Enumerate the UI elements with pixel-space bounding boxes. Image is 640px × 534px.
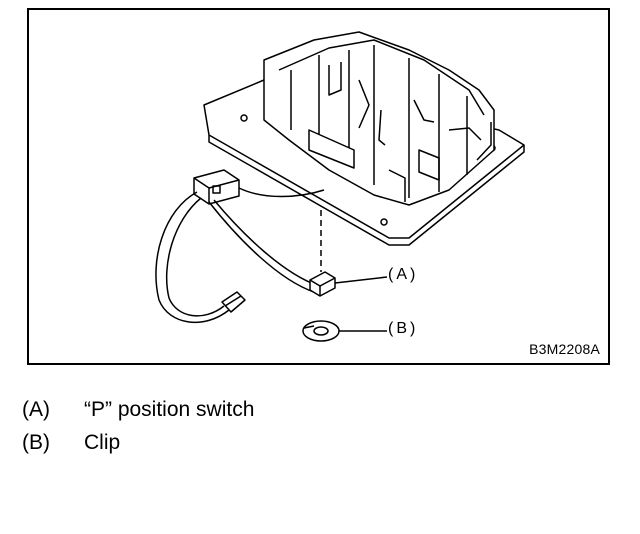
legend: (A) “P” position switch (B) Clip <box>22 393 254 459</box>
callout-b: (B) <box>388 320 419 337</box>
clip <box>302 320 340 342</box>
legend-item: (B) Clip <box>22 426 254 459</box>
legend-key: (B) <box>22 430 50 454</box>
legend-item: (A) “P” position switch <box>22 393 254 426</box>
wiring-harness <box>155 187 325 324</box>
selector-housing <box>263 31 495 206</box>
legend-key: (A) <box>22 397 50 421</box>
leader-line-a <box>334 276 388 284</box>
callout-a: (A) <box>388 266 419 283</box>
selector-assembly-illustration <box>155 31 525 342</box>
legend-text: Clip <box>84 430 121 454</box>
figure-code: B3M2208A <box>529 341 600 357</box>
figure-frame: (A) (B) B3M2208A <box>27 8 610 365</box>
legend-text: “P” position switch <box>84 397 255 421</box>
p-position-switch <box>309 271 336 297</box>
connector <box>193 169 240 205</box>
terminal <box>221 291 246 313</box>
